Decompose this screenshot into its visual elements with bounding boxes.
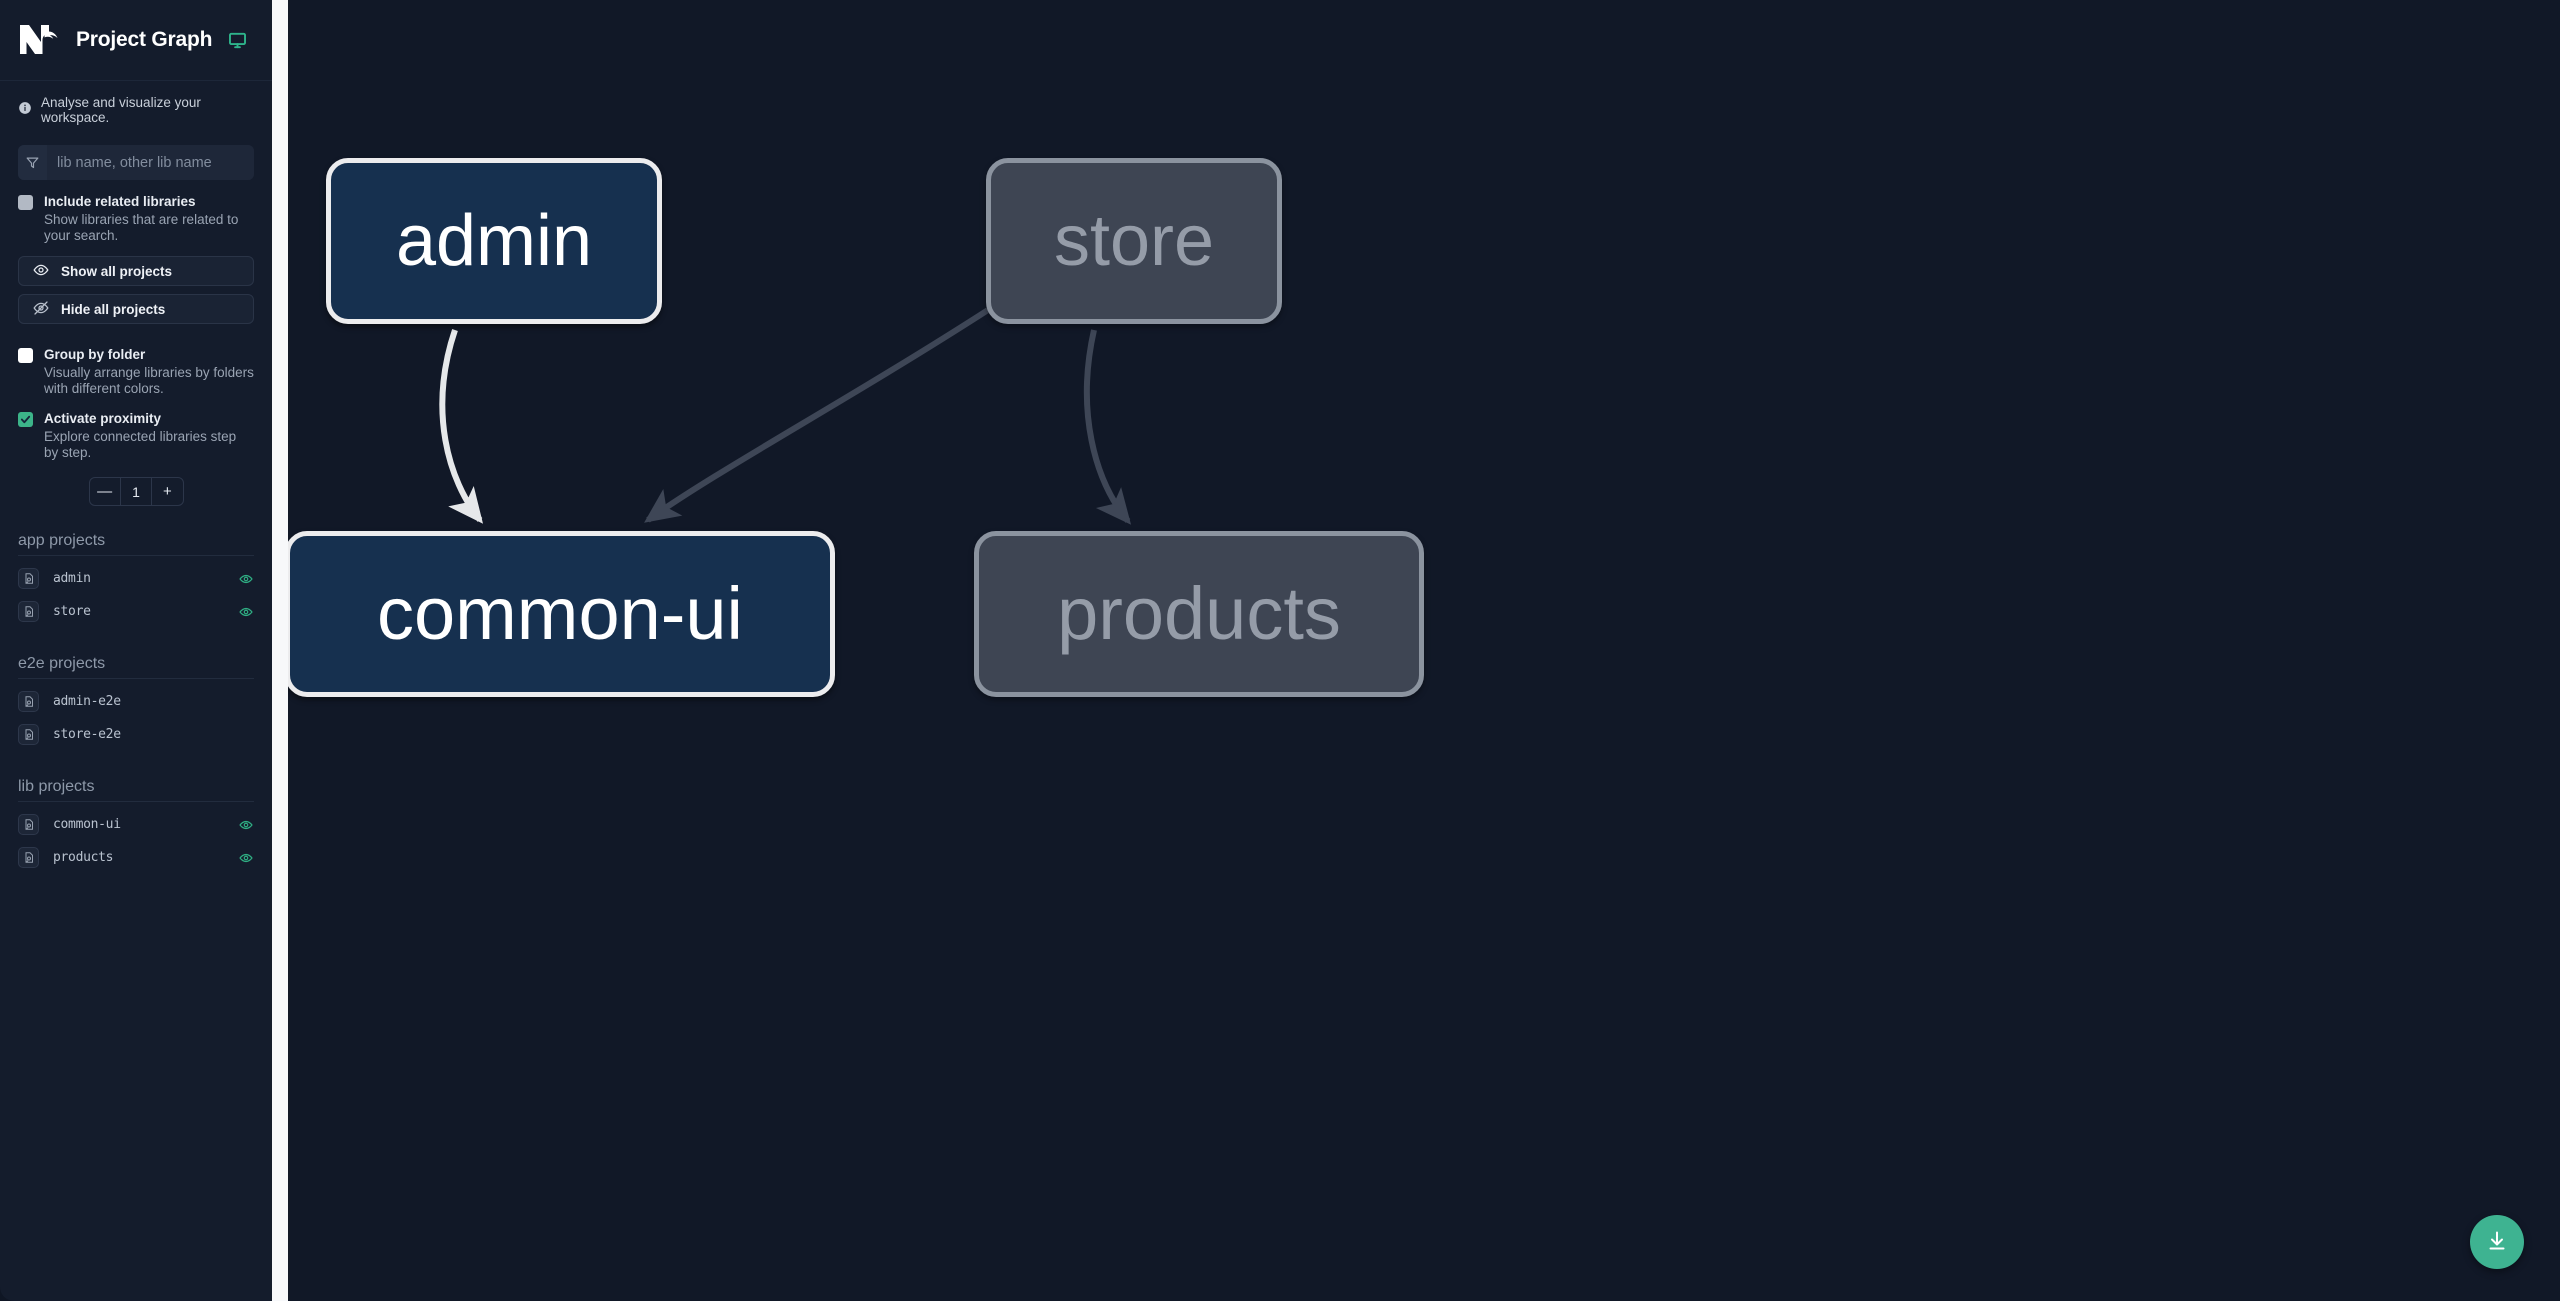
graph-node-label: store <box>1053 201 1215 281</box>
project-visibility-eye-icon[interactable] <box>238 818 254 832</box>
project-list-item-common-ui[interactable]: common-ui <box>18 808 254 841</box>
graph-node-products[interactable]: products <box>974 531 1424 697</box>
hide-all-projects-label: Hide all projects <box>61 301 166 317</box>
edge-admin-to-common-ui <box>439 329 484 524</box>
graph-node-label: common-ui <box>377 572 743 655</box>
graph-node-common-ui[interactable]: common-ui <box>288 531 835 697</box>
project-name: store <box>53 604 91 619</box>
proximity-stepper: — 1 + <box>88 477 184 506</box>
page-title: Project Graph <box>76 28 213 51</box>
project-name: store-e2e <box>53 727 121 742</box>
nx-logo-icon <box>18 21 60 59</box>
edge-store-to-common-ui <box>644 307 990 523</box>
option-include-related[interactable]: Include related libraries Show libraries… <box>18 193 254 244</box>
activate-proximity-label: Activate proximity <box>44 411 162 426</box>
option-group-by-folder[interactable]: Group by folder Visually arrange librari… <box>18 346 254 397</box>
project-list-item-store[interactable]: store <box>18 595 254 628</box>
project-visibility-eye-icon[interactable] <box>238 572 254 586</box>
subtitle-row: Analyse and visualize your workspace. <box>0 81 272 125</box>
proximity-value: 1 <box>119 478 153 505</box>
edge-store-to-products <box>1083 329 1132 525</box>
project-name: admin <box>53 571 91 586</box>
show-all-projects-label: Show all projects <box>61 263 173 279</box>
graph-node-store[interactable]: store <box>986 158 1282 324</box>
graph-edges <box>439 307 1132 525</box>
project-group-heading: lib projects <box>18 778 254 802</box>
sidebar: Project Graph Analyse and visualize your… <box>0 0 272 1301</box>
project-list-item-admin-e2e[interactable]: admin-e2e <box>18 685 254 718</box>
project-name: common-ui <box>53 817 121 832</box>
download-icon <box>2485 1229 2509 1256</box>
include-related-label: Include related libraries <box>44 194 196 209</box>
project-file-icon <box>18 601 39 622</box>
graph-canvas[interactable]: admin store common-ui products <box>288 0 2560 1301</box>
project-file-icon <box>18 814 39 835</box>
group-by-folder-label: Group by folder <box>44 347 146 362</box>
project-group-heading: app projects <box>18 532 254 556</box>
project-list-item-admin[interactable]: admin <box>18 562 254 595</box>
graph-node-admin[interactable]: admin <box>326 158 662 324</box>
graph-node-label: products <box>1057 572 1341 655</box>
project-file-icon <box>18 724 39 745</box>
activate-proximity-description: Explore connected libraries step by step… <box>44 429 237 460</box>
group-by-folder-description: Visually arrange libraries by folders wi… <box>44 365 254 396</box>
proximity-increment-button[interactable]: + <box>162 483 172 500</box>
sidebar-resize-handle[interactable] <box>272 0 288 1301</box>
sidebar-header: Project Graph <box>0 0 272 81</box>
project-visibility-eye-icon[interactable] <box>238 605 254 619</box>
search-input[interactable] <box>47 145 254 180</box>
graph-node-label: admin <box>395 201 593 281</box>
eye-off-icon <box>33 300 49 319</box>
option-activate-proximity[interactable]: Activate proximity Explore connected lib… <box>18 410 254 461</box>
project-name: products <box>53 850 114 865</box>
project-name: admin-e2e <box>53 694 121 709</box>
project-file-icon <box>18 568 39 589</box>
include-related-checkbox[interactable] <box>18 195 33 210</box>
project-list-item-products[interactable]: products <box>18 841 254 874</box>
info-icon <box>18 101 32 120</box>
eye-icon <box>33 262 49 281</box>
project-visibility-eye-icon[interactable] <box>238 851 254 865</box>
search-row <box>18 145 254 180</box>
project-file-icon <box>18 847 39 868</box>
subtitle-text: Analyse and visualize your workspace. <box>41 95 201 125</box>
show-all-projects-button[interactable]: Show all projects <box>18 256 254 286</box>
project-file-icon <box>18 691 39 712</box>
download-graph-button[interactable] <box>2470 1215 2524 1269</box>
activate-proximity-checkbox[interactable] <box>18 412 33 427</box>
filter-funnel-icon <box>18 145 47 180</box>
sidebar-controls: Include related libraries Show libraries… <box>0 125 272 506</box>
hide-all-projects-button[interactable]: Hide all projects <box>18 294 254 324</box>
project-list: app projects admin store e2e projects admin-… <box>0 532 272 1301</box>
project-list-item-store-e2e[interactable]: store-e2e <box>18 718 254 751</box>
group-by-folder-checkbox[interactable] <box>18 348 33 363</box>
project-group-heading: e2e projects <box>18 655 254 679</box>
monitor-icon[interactable] <box>228 31 247 50</box>
proximity-decrement-button[interactable]: — <box>97 483 113 500</box>
include-related-description: Show libraries that are related to your … <box>44 212 239 243</box>
